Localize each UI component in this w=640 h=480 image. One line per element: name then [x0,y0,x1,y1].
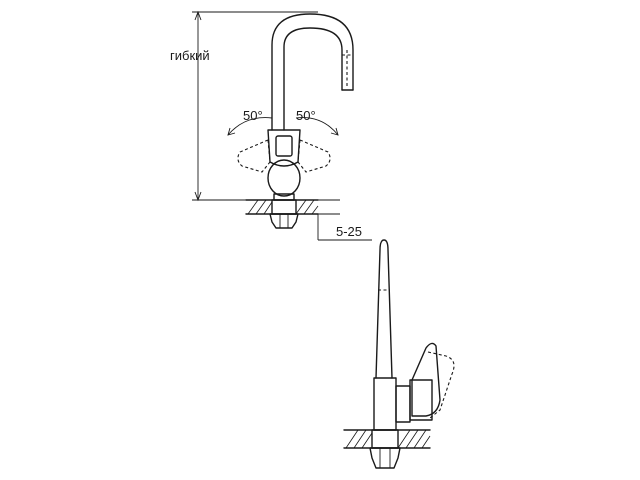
angle-left-label: 50° [243,108,263,123]
side-countertop [343,429,431,469]
countertop-section [245,199,319,229]
side-view [343,239,455,469]
height-dimension [192,10,318,202]
side-lever [411,342,455,419]
thickness-label: 5-25 [336,224,362,239]
gooseneck-spout [271,13,354,131]
rotation-angle-indicators [227,117,339,136]
front-view: гибкий 50° 50° [170,10,372,241]
flexible-hose-label: гибкий [170,48,210,63]
side-spout [375,239,393,379]
lever-swing-positions [237,139,331,173]
angle-right-label: 50° [296,108,316,123]
side-body [373,377,433,431]
faucet-body [267,129,301,201]
thickness-dimension [317,199,372,241]
